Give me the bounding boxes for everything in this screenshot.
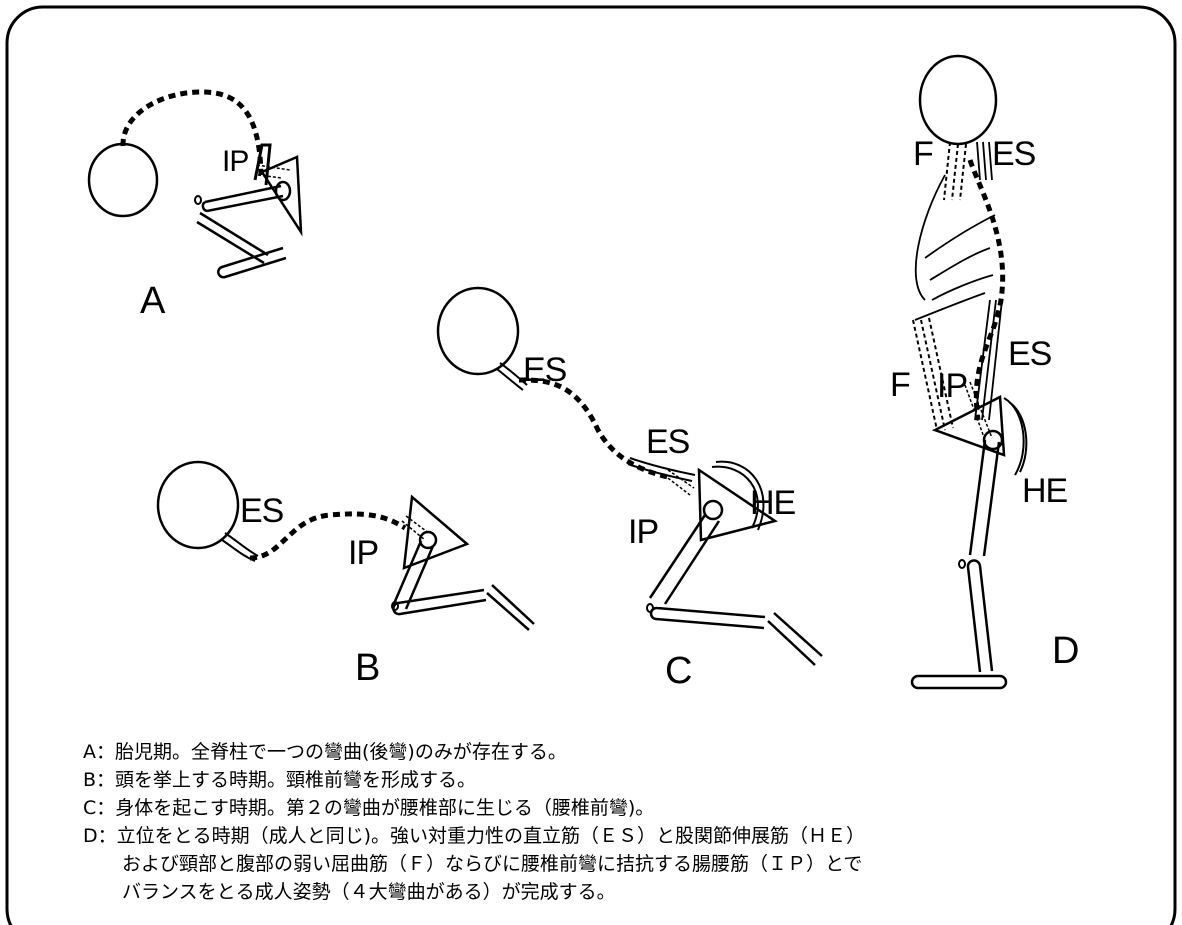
figure-a-thigh — [205, 186, 283, 211]
figure-a-head — [89, 144, 157, 216]
figure-d-stage-label: D — [1052, 632, 1079, 670]
figure-c-foot — [768, 613, 822, 665]
figure-b-drawing — [158, 462, 534, 630]
figure-caption: A：胎児期。全脊柱で一つの彎曲(後彎)のみが存在する。 B：頭を挙上する時期。頸… — [83, 738, 1163, 906]
figure-a-drawing — [89, 92, 301, 277]
figure-c-drawing — [438, 288, 822, 665]
figure-d-f-abdomen-label: F — [890, 368, 910, 402]
figure-a-foot — [218, 248, 286, 277]
figure-b-ip-label: IP — [348, 536, 378, 570]
figure-d-ip-label: IP — [937, 369, 967, 403]
figure-c-es-neck-label: ES — [523, 353, 566, 387]
figure-c-es-lumbar-label: ES — [646, 425, 689, 459]
figure-b-head — [158, 462, 238, 548]
caption-line-d2: および頸部と腹部の弱い屈曲筋（Ｆ）ならびに腰椎前彎に拮抗する腸腰筋（ＩＰ）とで — [83, 850, 1163, 878]
caption-line-d3: バランスをとる成人姿勢（４大彎曲がある）が完成する。 — [83, 878, 1163, 906]
caption-line-a: A：胎児期。全脊柱で一つの彎曲(後彎)のみが存在する。 — [83, 738, 1163, 766]
figure-c-thigh — [650, 515, 719, 604]
figure-a-pelvis — [262, 157, 301, 232]
figure-b-stage-label: B — [355, 649, 380, 687]
figure-c-stage-label: C — [665, 652, 692, 690]
figure-b-es-label: ES — [240, 494, 283, 528]
figure-d-es-lumbar-label: ES — [1008, 337, 1051, 371]
figure-d-foot — [912, 676, 1006, 688]
figure-c-shin — [651, 608, 765, 628]
figure-a-stage-label: A — [140, 282, 165, 320]
figure-c-he-label: HE — [750, 486, 795, 520]
figure-d-es-neck-label: ES — [992, 137, 1035, 171]
figure-d-shin — [968, 560, 992, 672]
figure-b-foot — [487, 585, 534, 630]
figure-b-shin — [393, 590, 486, 614]
caption-line-b: B：頭を挙上する時期。頸椎前彎を形成する。 — [83, 766, 1163, 794]
figure-d-he-label: HE — [1022, 474, 1067, 508]
figure-c-ip-label: IP — [628, 515, 658, 549]
caption-line-d1: D：立位をとる時期（成人と同じ)。強い対重力性の直立筋（ＥＳ）と股関節伸展筋（Ｈ… — [83, 822, 1163, 850]
figure-d-f-neck-label: F — [913, 137, 933, 171]
figure-d-head — [920, 56, 996, 144]
figure-c-head — [438, 288, 518, 374]
figure-d-pelvis — [935, 397, 1004, 455]
figure-d-thigh — [970, 440, 999, 556]
figure-a-ip-label: IP — [222, 147, 248, 177]
caption-line-c: C：身体を起こす時期。第２の彎曲が腰椎部に生じる（腰椎前彎)。 — [83, 794, 1163, 822]
